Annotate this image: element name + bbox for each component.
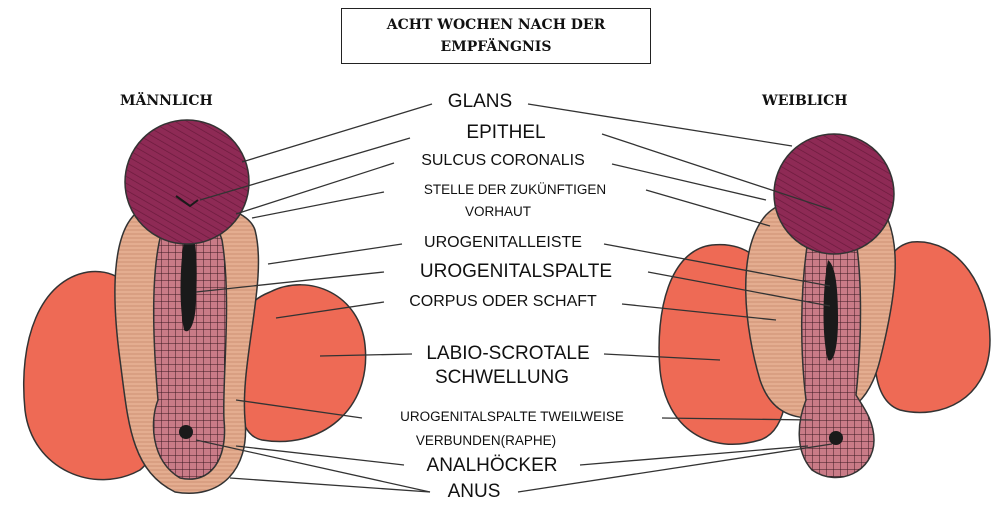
title-box: ACHT WOCHEN NACH DER EMPFÄNGNIS bbox=[341, 8, 651, 64]
male-figure bbox=[24, 120, 366, 493]
label-raphe-line-2: VERBUNDEN(RAPHE) bbox=[416, 433, 556, 448]
label-glans: GLANS bbox=[448, 91, 512, 113]
male-anus bbox=[179, 425, 193, 439]
title-line-1: ACHT WOCHEN NACH DER bbox=[342, 14, 650, 36]
label-vorhaut-line-2: VORHAUT bbox=[465, 204, 531, 219]
label-corpus-oder-schaft: CORPUS ODER SCHAFT bbox=[409, 293, 597, 311]
male-title: MÄNNLICH bbox=[120, 93, 213, 109]
label-raphe-line-1: UROGENITALSPALTE TWEILWEISE bbox=[400, 409, 624, 424]
title-line-2: EMPFÄNGNIS bbox=[342, 36, 650, 58]
female-glans bbox=[774, 134, 894, 254]
label-urogenitalleiste: UROGENITALLEISTE bbox=[424, 234, 582, 252]
label-vorhaut-line-1: STELLE DER ZUKÜNFTIGEN bbox=[424, 182, 606, 197]
label-anus: ANUS bbox=[448, 481, 501, 503]
label-labio-scrotale: LABIO-SCROTALE bbox=[426, 343, 589, 365]
label-urogenitalspalte: UROGENITALSPALTE bbox=[420, 261, 612, 283]
label-sulcus-coronalis: SULCUS CORONALIS bbox=[421, 152, 585, 170]
label-schwellung: SCHWELLUNG bbox=[435, 367, 569, 389]
female-figure bbox=[659, 134, 990, 478]
female-anus bbox=[829, 431, 843, 445]
label-epithel: EPITHEL bbox=[466, 122, 545, 144]
male-right-swelling bbox=[238, 285, 365, 442]
label-analhoecker: ANALHÖCKER bbox=[427, 455, 558, 477]
male-glans bbox=[125, 120, 249, 244]
female-title: WEIBLICH bbox=[762, 93, 848, 109]
